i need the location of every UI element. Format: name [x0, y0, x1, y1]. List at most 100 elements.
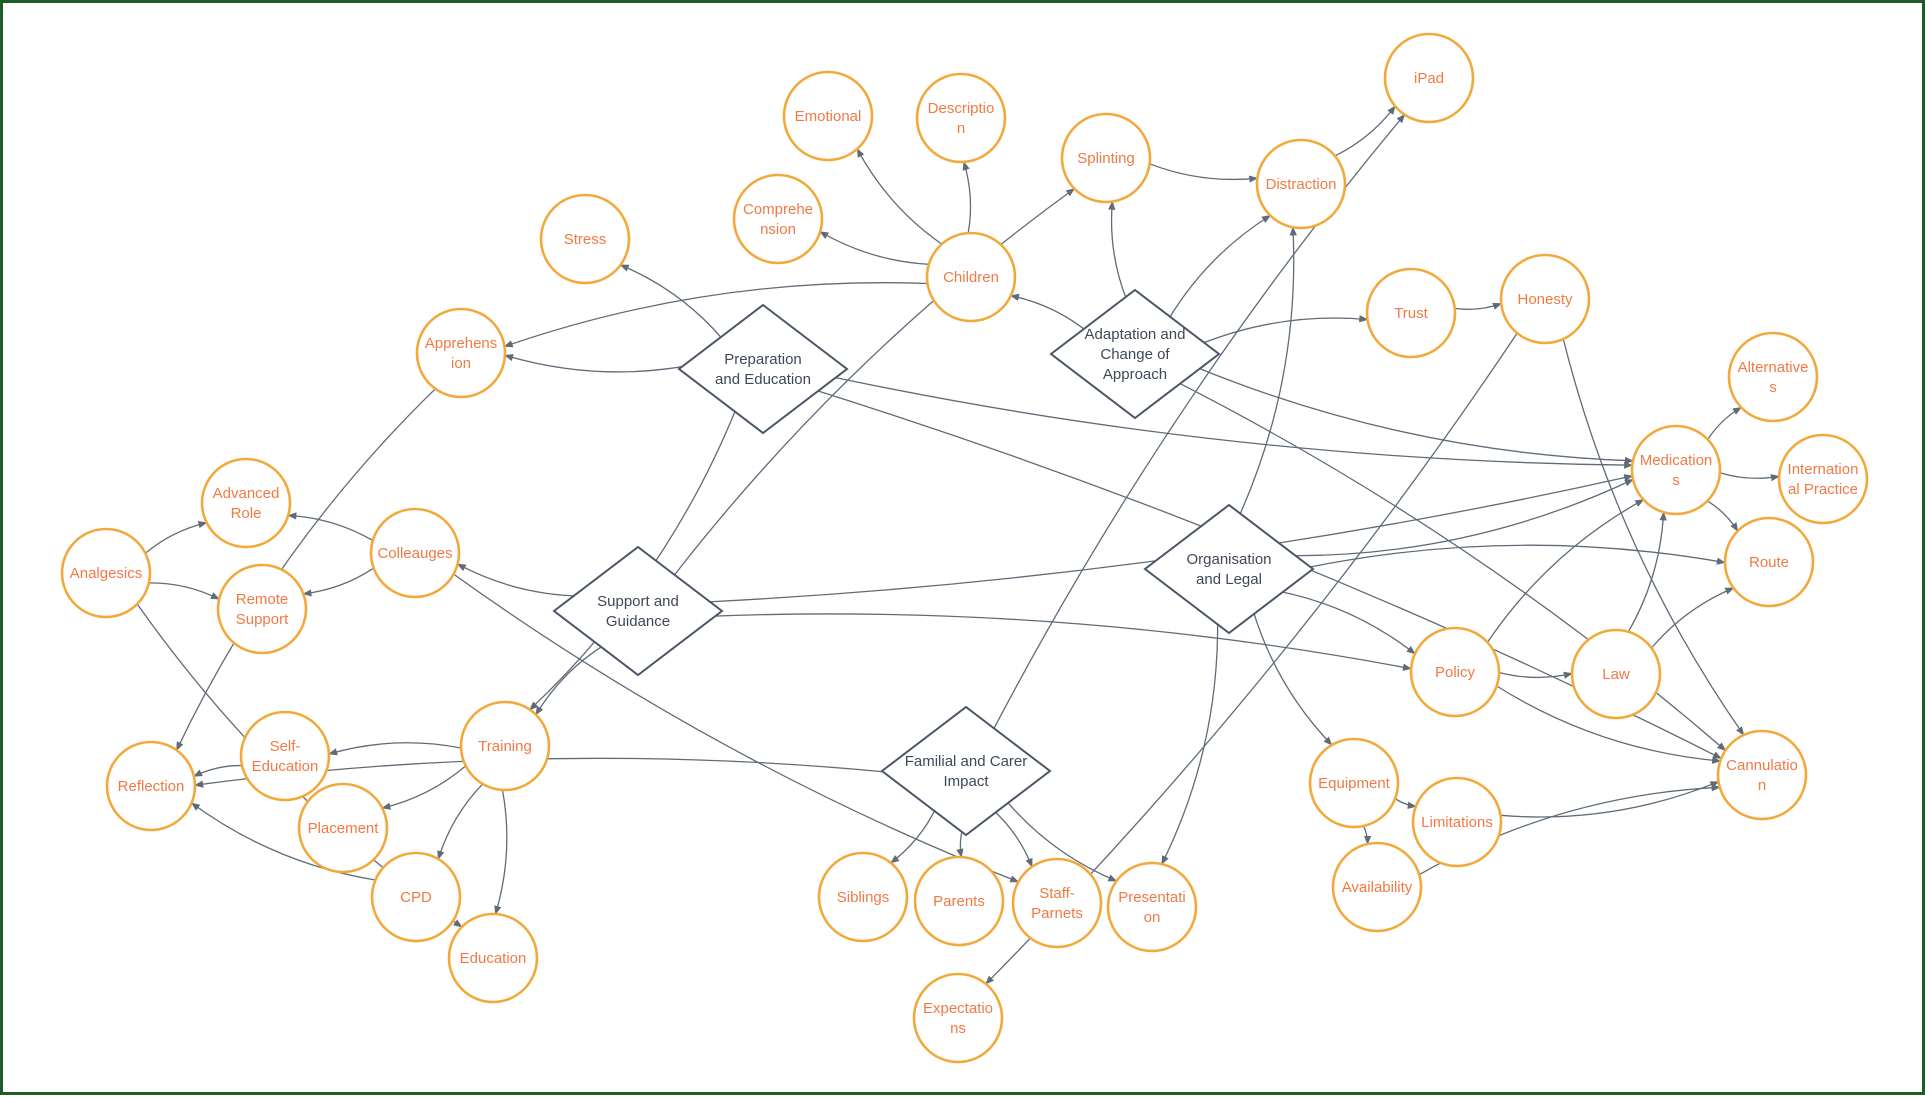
concept-label: n	[1758, 777, 1766, 794]
concept-node-equipment[interactable]: Equipment	[1308, 737, 1400, 829]
link-training-cpd	[437, 783, 484, 860]
concept-node-availability[interactable]: Availability	[1331, 841, 1423, 933]
concept-node-selfed[interactable]: Self-Education	[239, 710, 331, 802]
concept-circle	[1411, 776, 1503, 868]
concept-label: Availability	[1342, 879, 1413, 896]
concept-node-limitations[interactable]: Limitations	[1411, 776, 1503, 868]
link-adapt-splinting	[1108, 200, 1128, 302]
concept-node-siblings[interactable]: Siblings	[817, 851, 909, 943]
theme-label: Adaptation and	[1085, 326, 1186, 343]
concept-label: Emotional	[795, 108, 862, 125]
link-support-training	[535, 644, 606, 716]
theme-label: Preparation	[724, 351, 802, 368]
link-familial-siblings	[890, 807, 937, 864]
theme-diamond	[880, 705, 1052, 837]
concept-node-training[interactable]: Training	[459, 700, 551, 792]
concept-label: on	[1144, 909, 1161, 926]
link-trust-honesty	[1454, 302, 1503, 310]
concept-circle	[415, 307, 507, 399]
link-medications-route	[1706, 500, 1739, 532]
link-colleagues-advanced	[287, 512, 374, 542]
concept-label: Distraction	[1266, 176, 1337, 193]
concept-node-placement[interactable]: Placement	[297, 782, 389, 874]
concept-circle	[447, 912, 539, 1004]
link-org-policy	[1277, 590, 1416, 655]
concept-node-children[interactable]: Children	[925, 231, 1017, 323]
link-distraction-ipad	[1334, 105, 1396, 157]
link-policy-medications	[1486, 499, 1645, 643]
concept-label: Children	[943, 269, 999, 286]
concept-label: Internation	[1788, 461, 1859, 478]
link-children-emotional	[856, 148, 943, 245]
link-adapt-distraction	[1167, 214, 1272, 321]
concept-label: Remote	[236, 591, 289, 608]
link-familial-presentation	[1004, 799, 1118, 882]
link-support-policy	[708, 613, 1412, 671]
link-equipment-limitations	[1394, 798, 1417, 810]
concept-circle	[1777, 433, 1869, 525]
concept-node-cpd[interactable]: CPD	[370, 851, 462, 943]
concept-node-colleagues[interactable]: Colleauges	[369, 507, 461, 599]
concept-node-trust[interactable]: Trust	[1365, 267, 1457, 359]
concept-node-honesty[interactable]: Honesty	[1499, 253, 1591, 345]
theme-label: Approach	[1103, 366, 1167, 383]
concept-node-parents[interactable]: Parents	[913, 855, 1005, 947]
theme-label: and Legal	[1196, 571, 1262, 588]
concept-node-splinting[interactable]: Splinting	[1060, 112, 1152, 204]
concept-label: Parnets	[1031, 905, 1083, 922]
concept-circle	[1255, 138, 1347, 230]
link-prep-apprehension	[504, 354, 691, 373]
concept-label: Role	[231, 505, 262, 522]
link-org-distraction	[1238, 226, 1297, 518]
concept-node-analgesics[interactable]: Analgesics	[60, 527, 152, 619]
concept-label: Policy	[1435, 664, 1476, 681]
concept-label: Splinting	[1077, 150, 1135, 167]
concept-label: n	[957, 120, 965, 137]
links-layer	[136, 105, 1780, 985]
concept-node-policy[interactable]: Policy	[1409, 626, 1501, 718]
link-analgesics-remote	[148, 582, 220, 600]
theme-label: Impact	[943, 773, 989, 790]
concept-circle	[1060, 112, 1152, 204]
concept-node-staffparents[interactable]: Staff-Parnets	[1011, 857, 1103, 949]
concept-node-route[interactable]: Route	[1723, 516, 1815, 608]
concept-node-stress[interactable]: Stress	[539, 193, 631, 285]
concept-circle	[1723, 516, 1815, 608]
link-familial-staffparents	[992, 809, 1033, 868]
link-support-splinting	[671, 188, 1076, 579]
theme-label: Guidance	[606, 613, 670, 630]
concept-circle	[1331, 841, 1423, 933]
theme-diamond	[677, 303, 849, 435]
link-law-route	[1651, 587, 1735, 649]
concept-label: ion	[451, 355, 471, 372]
concept-node-distraction[interactable]: Distraction	[1255, 138, 1347, 230]
concept-node-emotional[interactable]: Emotional	[782, 70, 874, 162]
concept-circle	[1365, 267, 1457, 359]
concept-node-law[interactable]: Law	[1570, 628, 1662, 720]
link-adapt-trust	[1199, 315, 1369, 346]
link-selfed-reflection	[193, 764, 243, 777]
concept-node-reflection[interactable]: Reflection	[105, 740, 197, 832]
concept-node-education[interactable]: Education	[447, 912, 539, 1004]
concept-node-ipad[interactable]: iPad	[1383, 32, 1475, 124]
concept-label: Equipment	[1318, 775, 1391, 792]
concept-circle	[1383, 32, 1475, 124]
concept-circle	[105, 740, 197, 832]
